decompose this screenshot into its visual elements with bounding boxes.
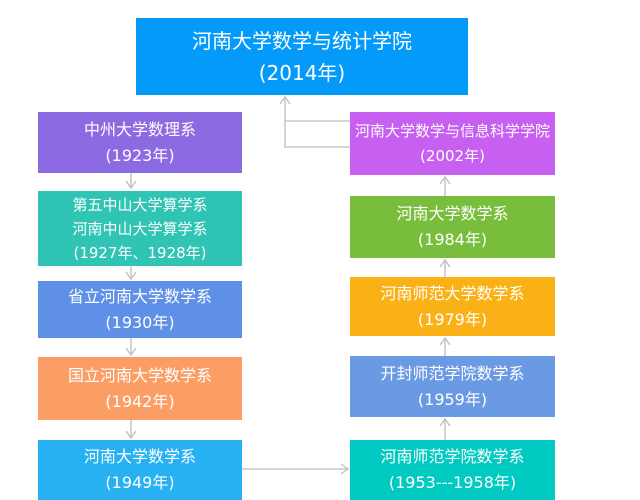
node-henan-univ-math-1984: 河南大学数学系 (1984年) [350,196,555,258]
node-year: (1930年) [105,312,175,332]
node-label: 河南大学数学系 [396,204,509,224]
node-provincial-henan-univ-1930: 省立河南大学数学系 (1930年) [38,281,242,338]
node-label: 国立河南大学数学系 [67,365,212,385]
node-label-2: 河南中山大学算学系 [72,219,208,238]
node-henan-normal-college-1953-1958: 河南师范学院数学系 (1953---1958年) [350,440,555,500]
node-label: 河南大学数学与信息科学学院 [354,122,550,141]
node-label: 河南师范大学数学系 [380,283,525,303]
node-henan-normal-univ-1979: 河南师范大学数学系 (1979年) [350,277,555,336]
node-year: (1942年) [105,391,175,411]
node-year: (1959年) [417,389,488,409]
node-label: 河南大学数学系 [83,447,196,467]
node-math-stat-school-2014: 河南大学数学与统计学院 (2014年) [136,18,468,95]
node-henan-univ-math-1949: 河南大学数学系 (1949年) [38,440,242,500]
node-label: 开封师范学院数学系 [380,363,525,383]
node-zhongzhou-univ-1923: 中州大学数理系 (1923年) [38,112,242,173]
node-year: (2014年) [258,60,346,85]
node-year: (2002年) [420,146,485,165]
node-year: (1984年) [417,230,488,249]
node-year: (1923年) [105,145,175,165]
node-year: (1927年、1928年) [73,243,207,262]
node-label: 省立河南大学数学系 [67,286,212,306]
node-year: (1979年) [417,309,488,329]
node-label: 第五中山大学算学系 [72,195,208,214]
node-label: 河南大学数学与统计学院 [192,28,412,53]
node-year: (1953---1958年) [388,473,517,492]
node-label: 中州大学数理系 [83,119,196,139]
node-national-henan-univ-1942: 国立河南大学数学系 (1942年) [38,357,242,420]
node-math-info-school-2002: 河南大学数学与信息科学学院 (2002年) [350,112,555,175]
node-kaifeng-normal-college-1959: 开封师范学院数学系 (1959年) [350,356,555,417]
node-label: 河南师范学院数学系 [380,447,525,467]
node-zhongshan-univ-1927-1928: 第五中山大学算学系 河南中山大学算学系 (1927年、1928年) [38,191,242,266]
arrow-r1-root [279,95,351,148]
node-year: (1949年) [105,473,175,492]
